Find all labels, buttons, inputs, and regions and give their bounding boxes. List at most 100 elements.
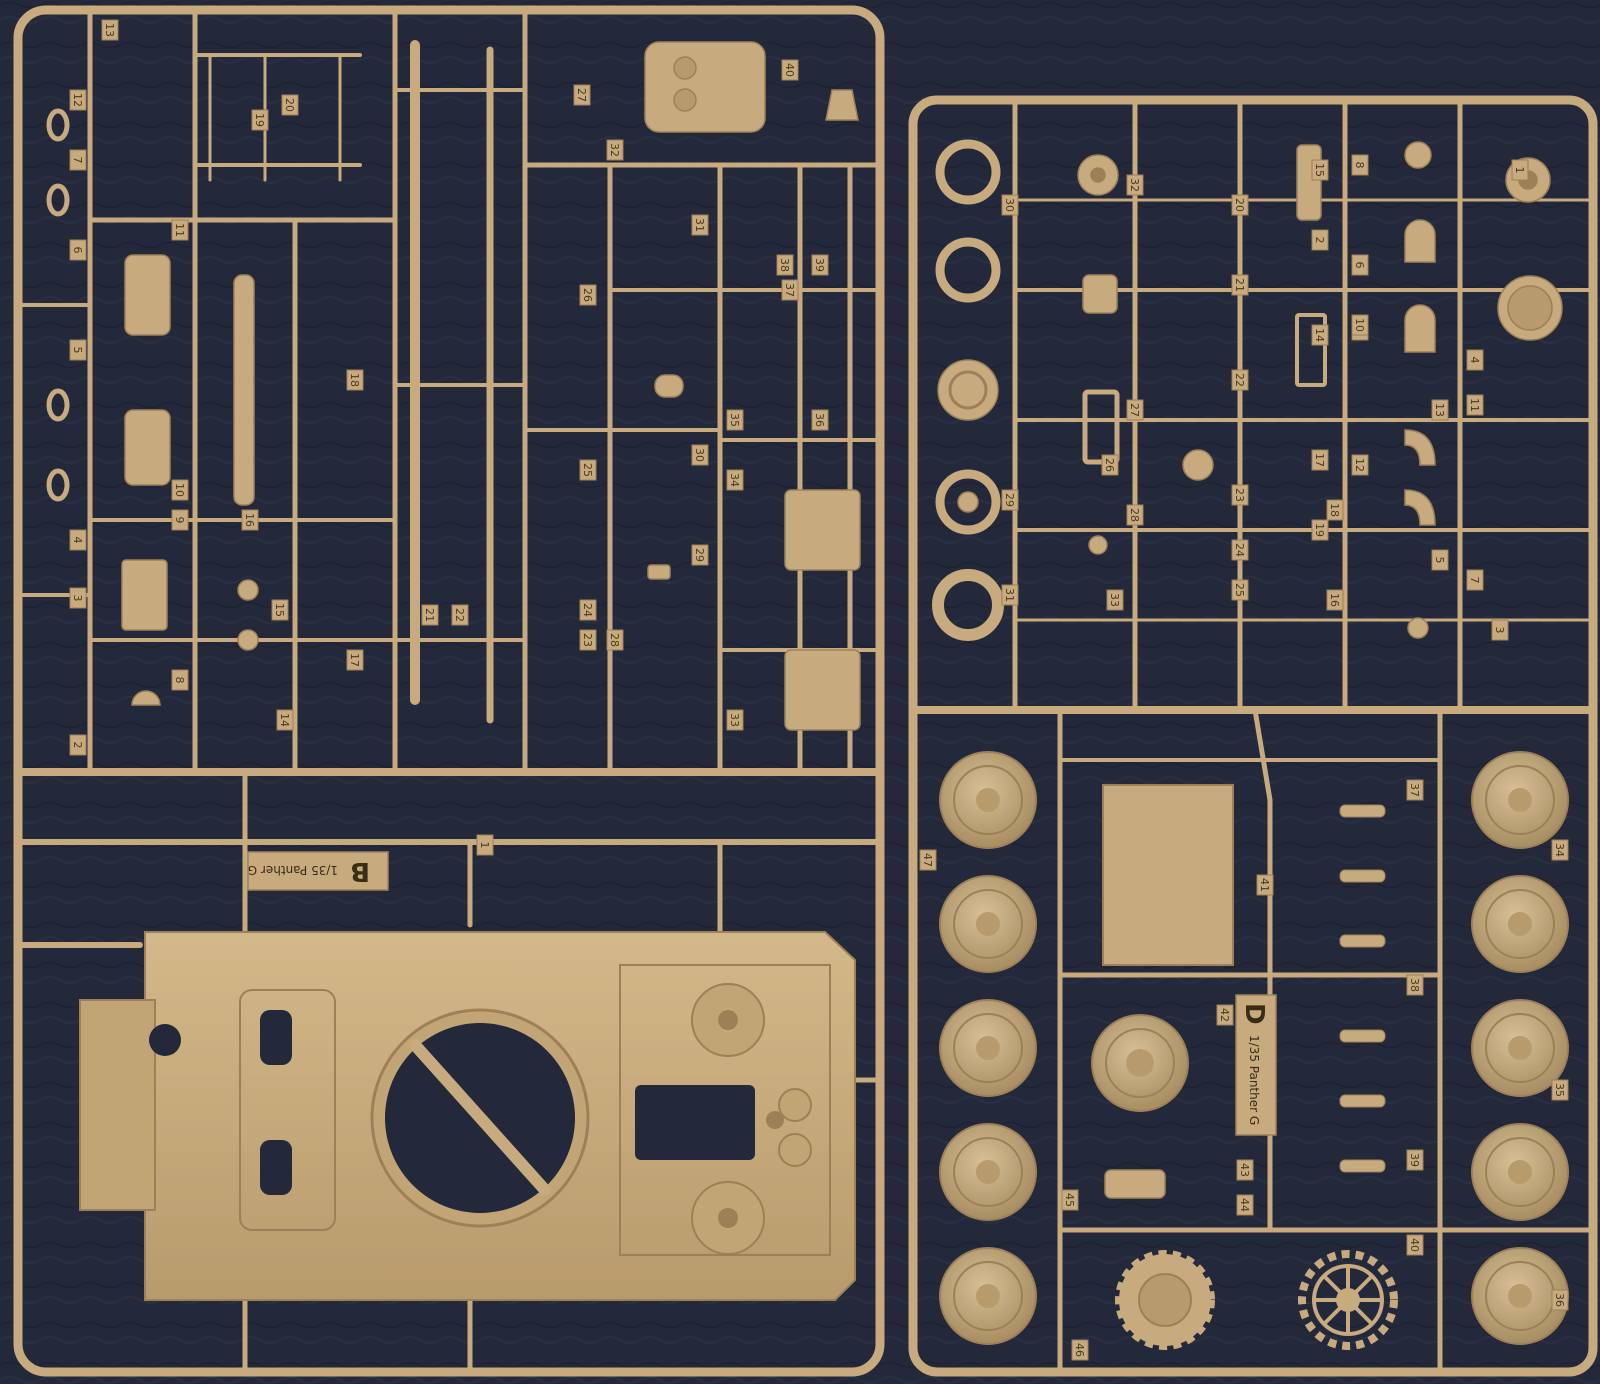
sprue-d-tag-21: 21 [1231, 274, 1249, 296]
sprue-d-part-number: 6 [1353, 262, 1366, 269]
sprue-b-tag-9: 9 [171, 509, 189, 531]
sprue-d-tag-24: 24 [1231, 539, 1249, 561]
sprue-b-tag-24: 24 [579, 599, 597, 621]
sprue-d-tag-16: 16 [1326, 589, 1344, 611]
drive-sprockets [1115, 1250, 1398, 1350]
sprue-d-tag-15: 15 [1311, 159, 1329, 181]
sprue-d-part-number: 44 [1238, 1198, 1251, 1212]
sprue-b-tag-22: 22 [451, 604, 469, 626]
sprue-b-part-number: 9 [173, 517, 186, 524]
sprue-d-tag-5: 5 [1431, 549, 1449, 571]
sprue-d-tag-8: 8 [1351, 154, 1369, 176]
sprue-b-tag-29: 29 [691, 544, 709, 566]
sprue-b-tag-38: 38 [776, 254, 794, 276]
sprue-d-tag-13: 13 [1431, 399, 1449, 421]
sprue-d-part-number: 27 [1128, 403, 1141, 417]
sprue-d-part-number: 24 [1233, 543, 1246, 557]
sprue-d-part-number: 2 [1313, 237, 1326, 244]
sprue-d-part-number: 38 [1408, 978, 1421, 992]
sprue-b-tag-26: 26 [579, 284, 597, 306]
sprue-b-part-number: 14 [278, 713, 291, 727]
sprue-d-tag-38: 38 [1406, 974, 1424, 996]
sprue-d-tag-26: 26 [1101, 454, 1119, 476]
sprue-b-part-number: 6 [71, 247, 84, 254]
sprue-d-tag-4: 4 [1466, 349, 1484, 371]
sprue-d-tag-11: 11 [1466, 394, 1484, 416]
sprue-b-tag-8: 8 [171, 669, 189, 691]
sprue-d-tag-40: 40 [1406, 1234, 1424, 1256]
sprue-b-tag-32: 32 [606, 139, 624, 161]
sprue-d-tag-43: 43 [1236, 1159, 1254, 1181]
sprue-b-part-number: 12 [71, 93, 84, 107]
sprue-d-tag-23: 23 [1231, 484, 1249, 506]
sprue-b-tag-20: 20 [281, 94, 299, 116]
sprue-d-part-number: 20 [1233, 198, 1246, 212]
sprue-b-tag-30: 30 [691, 444, 709, 466]
sprue-b-part-number: 33 [728, 713, 741, 727]
sprue-d-tag-10: 10 [1351, 314, 1369, 336]
sprue-b-part-number: 37 [783, 283, 796, 297]
sprue-d-tag-7: 7 [1466, 569, 1484, 591]
sprue-d-part-number: 42 [1218, 1008, 1231, 1022]
sprue-d-part-number: 10 [1353, 318, 1366, 332]
sprue-d-part-number: 32 [1128, 178, 1141, 192]
sprue-d-part-number: 26 [1103, 458, 1116, 472]
sprue-d-part-number: 19 [1313, 523, 1326, 537]
deck-plate-part [1102, 784, 1234, 966]
sprue-d-part-number: 22 [1233, 373, 1246, 387]
sprue-b-part-number: 32 [608, 143, 621, 157]
sprue-b-part-number: 29 [693, 548, 706, 562]
sprue-d-part-number: 45 [1063, 1193, 1076, 1207]
sprue-b-tag-31: 31 [691, 214, 709, 236]
sprue-b-part-number: 38 [778, 258, 791, 272]
sprue-b-tag-28: 28 [606, 629, 624, 651]
sprue-d-tag-12: 12 [1351, 454, 1369, 476]
sprue-d-part-number: 15 [1313, 163, 1326, 177]
sprue-d-part-number-tags: 1234567891011121314151617181920212223242… [919, 154, 1569, 1361]
sprue-d-part-number: 43 [1238, 1163, 1251, 1177]
sprue-b-tag-25: 25 [579, 459, 597, 481]
small-cylinder-part [1104, 1169, 1166, 1199]
sprue-b-part-number: 35 [728, 413, 741, 427]
sprue-d-tag-41: 41 [1256, 874, 1274, 896]
sprue-b-tag-5: 5 [69, 339, 87, 361]
sprue-d-tag-37: 37 [1406, 779, 1424, 801]
sprue-b-part-number: 28 [608, 633, 621, 647]
sprue-b-part-number: 23 [581, 633, 594, 647]
sprue-d-part-number: 40 [1408, 1238, 1421, 1252]
sprue-d-tag-25: 25 [1231, 579, 1249, 601]
sprue-b-letter: B [350, 856, 370, 886]
sprue-d-part-number: 5 [1433, 557, 1446, 564]
sprue-d-part-number: 1 [1513, 167, 1526, 174]
sprue-b-part-number: 36 [813, 413, 826, 427]
sprue-b-tag-34: 34 [726, 469, 744, 491]
sprue-b-part-number: 20 [283, 98, 296, 112]
sprue-b-small-parts [46, 41, 861, 731]
sprue-b-tag-7: 7 [69, 149, 87, 171]
sprue-b-tag-18: 18 [346, 369, 364, 391]
sprue-b-label-tab: B 1/35 Panther G [247, 851, 389, 891]
sprue-d-tag-30: 30 [1001, 194, 1019, 216]
sprue-b-kit-name: 1/35 Panther G [248, 863, 338, 877]
sprue-d-part-number: 12 [1353, 458, 1366, 472]
sprue-d-tag-36: 36 [1551, 1289, 1569, 1311]
sprue-b-tag-27: 27 [573, 84, 591, 106]
sprue-b-tag-37: 37 [781, 279, 799, 301]
sprue-b-tag-17: 17 [346, 649, 364, 671]
sprue-b-tag-33: 33 [726, 709, 744, 731]
sprue-b-tag-11: 11 [171, 219, 189, 241]
sprue-d-tag-32: 32 [1126, 174, 1144, 196]
sprue-b-tag-36: 36 [811, 409, 829, 431]
sprue-d-label-tab: D 1/35 Panther G [1235, 994, 1277, 1136]
sprue-b-part-number: 4 [71, 537, 84, 544]
sprue-d-part-number: 13 [1433, 403, 1446, 417]
sprue-d-part-number: 30 [1003, 198, 1016, 212]
sprue-d-tag-29: 29 [1001, 489, 1019, 511]
sprue-d-part-number: 8 [1353, 162, 1366, 169]
sprue-b-part-number: 16 [243, 513, 256, 527]
sprue-d-part-number: 34 [1553, 843, 1566, 857]
sprue-d-part-number: 23 [1233, 488, 1246, 502]
sprue-d-part-number: 33 [1108, 593, 1121, 607]
sprue-d-part-number: 37 [1408, 783, 1421, 797]
